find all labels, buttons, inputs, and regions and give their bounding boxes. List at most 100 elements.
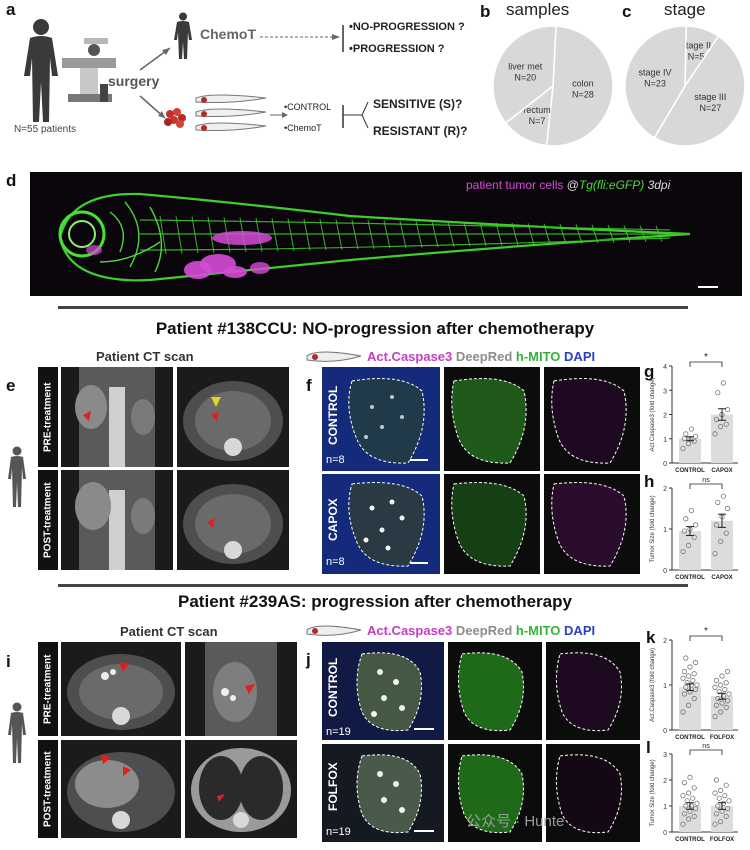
- segmental-vessel: [207, 216, 215, 253]
- data-point: [713, 677, 720, 684]
- data-point: [723, 421, 729, 427]
- x-tick-label: FOLFOX: [710, 837, 734, 843]
- data-point: [685, 441, 692, 447]
- pie-n-2: N=20: [514, 73, 536, 83]
- legend-deepred-2: DeepRed: [455, 623, 513, 638]
- j-n-folfox: n=19: [326, 826, 351, 838]
- data-point: [713, 777, 720, 783]
- f-control-magenta: [544, 367, 640, 471]
- legend-hmito-1: h-MITO: [515, 349, 561, 364]
- data-point: [694, 682, 700, 688]
- pie-n-1: N=27: [699, 103, 721, 113]
- f-control-merge: [322, 367, 440, 471]
- pie-n-0: N=28: [572, 89, 594, 99]
- f-capox-magenta: [544, 474, 640, 574]
- f-capox-merge: [322, 474, 440, 574]
- segmental-vessel: [463, 221, 471, 247]
- pie-n-2: N=23: [644, 78, 666, 88]
- data-point: [683, 655, 689, 661]
- panel-label-g: g: [644, 362, 655, 381]
- data-point: [685, 816, 692, 822]
- zebrafish-caption: patient tumor cells @Tg(fli:eGFP) 3dpi: [466, 178, 670, 192]
- segmental-vessel: [415, 221, 423, 248]
- pie-slice-1: [653, 35, 746, 147]
- data-point: [723, 704, 729, 711]
- data-point: [712, 684, 718, 690]
- chemot-small-label: •ChemoT: [284, 123, 322, 133]
- data-point: [720, 800, 727, 807]
- j-folfox-merge: [322, 744, 444, 842]
- y-axis-label: Tumor Size (fold change): [650, 759, 656, 826]
- caption-dpi: 3dpi: [644, 178, 671, 192]
- data-point: [720, 380, 727, 386]
- data-point: [691, 813, 697, 820]
- segmental-vessel: [399, 220, 407, 249]
- significance-bracket: [689, 483, 723, 489]
- section1-rule: [58, 306, 688, 309]
- data-point: [681, 811, 688, 817]
- panel-label-h: h: [644, 472, 655, 491]
- data-point: [718, 682, 724, 688]
- bar-CAPOX: [711, 520, 733, 570]
- segmental-vessel: [175, 216, 183, 254]
- y-tick-label: 3: [663, 752, 667, 759]
- panel-label-l: l: [646, 738, 651, 757]
- data-point: [687, 664, 693, 670]
- j-control-magenta: [546, 642, 640, 740]
- patient-silhouette-icon-1: [8, 446, 26, 507]
- legend-row-1: Act.Caspase3 DeepRed h-MITO DAPI: [367, 349, 595, 364]
- f-n-capox: n=8: [326, 556, 345, 568]
- data-point: [688, 803, 695, 809]
- segmental-vessel: [367, 220, 375, 249]
- data-point: [718, 787, 724, 794]
- data-point: [692, 433, 699, 439]
- legend-fish-icon-2: [306, 625, 362, 636]
- ct-scan-i1: [61, 642, 181, 736]
- panel-label-b: b: [480, 2, 491, 21]
- zebrafish-fluorescence: [58, 192, 718, 288]
- segmental-vessel: [479, 222, 487, 247]
- y-axis-label: Tumor Size (fold change): [650, 495, 656, 562]
- data-point: [725, 668, 731, 675]
- legend-dapi-1: DAPI: [564, 349, 596, 364]
- segmental-vessel: [511, 222, 519, 246]
- data-point: [683, 431, 689, 437]
- data-point: [681, 779, 688, 786]
- segmental-vessel: [351, 219, 359, 250]
- segmental-vessel: [271, 218, 279, 252]
- data-point: [694, 800, 700, 807]
- data-point: [713, 702, 720, 708]
- patient-figure-icon: [24, 19, 58, 122]
- y-tick-label: 1: [663, 437, 667, 444]
- ct-scan-i4: [185, 740, 297, 838]
- bar-CONTROL: [679, 438, 701, 463]
- f-cond-capox: CAPOX: [326, 498, 340, 542]
- data-point: [691, 785, 697, 791]
- section2-rule: [58, 584, 688, 587]
- data-point: [690, 795, 696, 801]
- segmental-vessel: [447, 221, 455, 247]
- significance-label: *: [704, 352, 708, 363]
- j-n-control: n=19: [326, 726, 351, 738]
- data-point: [712, 551, 718, 557]
- legend-dapi-2: DAPI: [564, 623, 596, 638]
- segmental-vessel: [191, 216, 199, 254]
- bar-CAPOX: [711, 414, 733, 463]
- legend-row-2: Act.Caspase3 DeepRed h-MITO DAPI: [367, 623, 595, 638]
- panel-label-f: f: [306, 376, 312, 395]
- significance-label: ns: [702, 477, 710, 484]
- j-control-merge: [322, 642, 444, 740]
- significance-bracket: [689, 749, 723, 755]
- j-cond-folfox: FOLFOX: [326, 762, 340, 812]
- pie-n-0: N=5: [688, 52, 705, 62]
- data-point: [692, 686, 699, 693]
- data-point: [726, 691, 732, 697]
- data-point: [726, 798, 732, 804]
- significance-label: *: [704, 626, 708, 637]
- panel-label-k: k: [646, 628, 656, 647]
- x-tick-label: CONTROL: [675, 735, 705, 741]
- data-point: [681, 668, 688, 675]
- f-n-control: n=8: [326, 454, 345, 466]
